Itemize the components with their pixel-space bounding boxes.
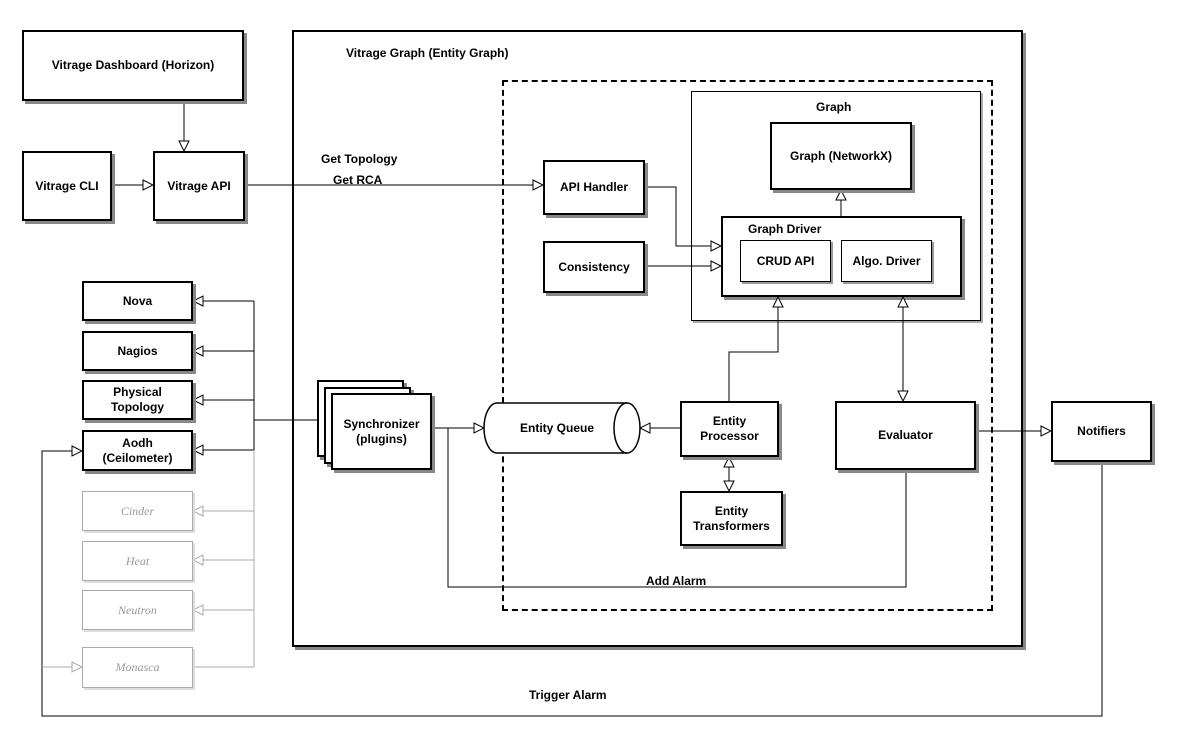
entity-processor-node: Entity Processor	[680, 401, 779, 457]
algo-driver-node: Algo. Driver	[841, 240, 932, 282]
physical-topology-node: Physical Topology	[82, 380, 193, 420]
edge-processor-driver	[728, 297, 778, 401]
get-rca-label: Get RCA	[333, 173, 383, 187]
cinder-node: Cinder	[82, 491, 193, 531]
graph-process-boundary	[502, 80, 993, 611]
aodh-node: Aodh (Ceilometer)	[82, 430, 193, 471]
vitrage-api-node: Vitrage API	[153, 151, 245, 221]
nova-node: Nova	[82, 281, 193, 321]
graph-driver-title: Graph Driver	[748, 222, 822, 236]
vitrage-cli-node: Vitrage CLI	[22, 151, 112, 221]
trigger-alarm-label: Trigger Alarm	[529, 688, 607, 702]
crud-api-node: CRUD API	[740, 240, 831, 282]
notifiers-node: Notifiers	[1051, 401, 1152, 462]
entity-queue-shape	[483, 402, 641, 454]
edge-trigger-alarm	[41, 451, 1103, 717]
consistency-node: Consistency	[543, 241, 645, 293]
entity-transformers-node: Entity Transformers	[680, 491, 783, 546]
heat-node: Heat	[82, 541, 193, 581]
nagios-node: Nagios	[82, 331, 193, 371]
vitrage-graph-title: Vitrage Graph (Entity Graph)	[346, 46, 509, 60]
evaluator-node: Evaluator	[835, 401, 976, 470]
synchronizer-node: Synchronizer (plugins)	[331, 393, 432, 470]
add-alarm-label: Add Alarm	[646, 574, 707, 588]
api-handler-node: API Handler	[543, 160, 645, 215]
vitrage-dashboard-node: Vitrage Dashboard (Horizon)	[22, 30, 244, 101]
graph-title: Graph	[816, 100, 852, 114]
neutron-node: Neutron	[82, 590, 193, 630]
get-topology-label: Get Topology	[321, 152, 398, 166]
entity-queue-label: Entity Queue	[520, 421, 595, 435]
edge-apihandler-driver	[645, 186, 721, 246]
monasca-node: Monasca	[82, 647, 193, 688]
edge-add-alarm	[447, 428, 907, 588]
graph-networkx-node: Graph (NetworkX)	[770, 122, 912, 190]
